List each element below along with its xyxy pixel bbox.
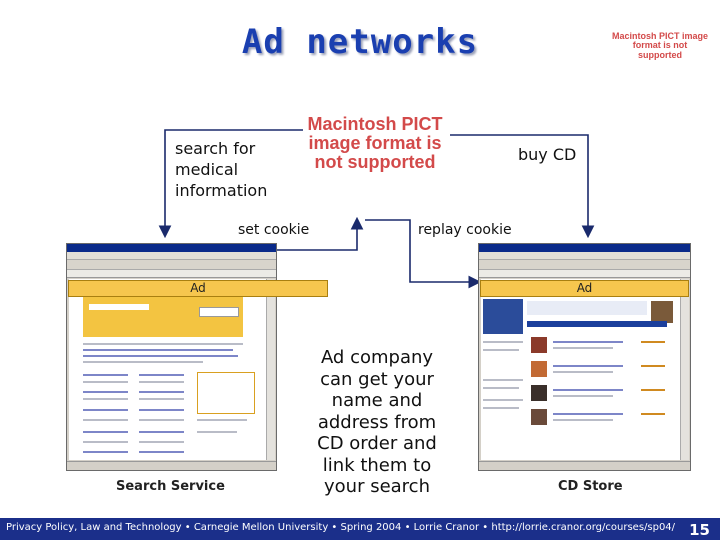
cd-store-caption: CD Store bbox=[558, 479, 623, 494]
replay-cookie-label: replay cookie bbox=[418, 222, 512, 238]
browser-address-bar bbox=[67, 270, 276, 278]
browser-menubar bbox=[67, 252, 276, 260]
page-number: 15 bbox=[689, 521, 710, 539]
ad-banner-right: Ad bbox=[480, 280, 689, 297]
store-nav-panel bbox=[483, 299, 523, 334]
set-cookie-label: set cookie bbox=[238, 222, 310, 238]
browser-toolbar bbox=[67, 260, 276, 270]
browser-titlebar bbox=[479, 244, 690, 252]
browser-titlebar bbox=[67, 244, 276, 252]
album-cover bbox=[531, 385, 547, 401]
ad-banner-left: Ad bbox=[68, 280, 328, 297]
browser-statusbar bbox=[479, 461, 690, 470]
featured-album-art bbox=[651, 301, 673, 323]
replay-cookie-arrow bbox=[365, 219, 482, 289]
buy-cd-arrow bbox=[450, 134, 595, 239]
footer-bar bbox=[0, 518, 720, 540]
browser-menubar bbox=[479, 252, 690, 260]
album-cover bbox=[531, 361, 547, 377]
ad-company-note: Ad company can get your name and address… bbox=[317, 347, 437, 497]
footer-text: Privacy Policy, Law and Technology • Car… bbox=[6, 522, 676, 533]
browser-scrollbar[interactable] bbox=[680, 279, 689, 460]
pict-placeholder-ad-server: Macintosh PICT image format is not suppo… bbox=[307, 114, 443, 172]
search-service-caption: Search Service bbox=[116, 479, 225, 494]
album-cover bbox=[531, 409, 547, 425]
search-box-area bbox=[83, 297, 243, 337]
cd-store-browser bbox=[478, 243, 691, 471]
browser-address-bar bbox=[479, 270, 690, 278]
buy-cd-label: buy CD bbox=[518, 145, 577, 164]
search-service-browser bbox=[66, 243, 277, 471]
store-header-band bbox=[527, 301, 647, 315]
cd-store-page-content bbox=[481, 279, 680, 460]
slide-title: Ad networks bbox=[241, 22, 479, 62]
search-request-arrow bbox=[158, 129, 303, 239]
search-medical-label: search for medical information bbox=[175, 139, 268, 200]
browser-toolbar bbox=[479, 260, 690, 270]
browser-scrollbar[interactable] bbox=[266, 279, 275, 460]
browser-statusbar bbox=[67, 461, 276, 470]
search-page-content bbox=[69, 279, 266, 460]
pict-placeholder-logo: Macintosh PICT image format is not suppo… bbox=[611, 31, 709, 60]
album-cover bbox=[531, 337, 547, 353]
